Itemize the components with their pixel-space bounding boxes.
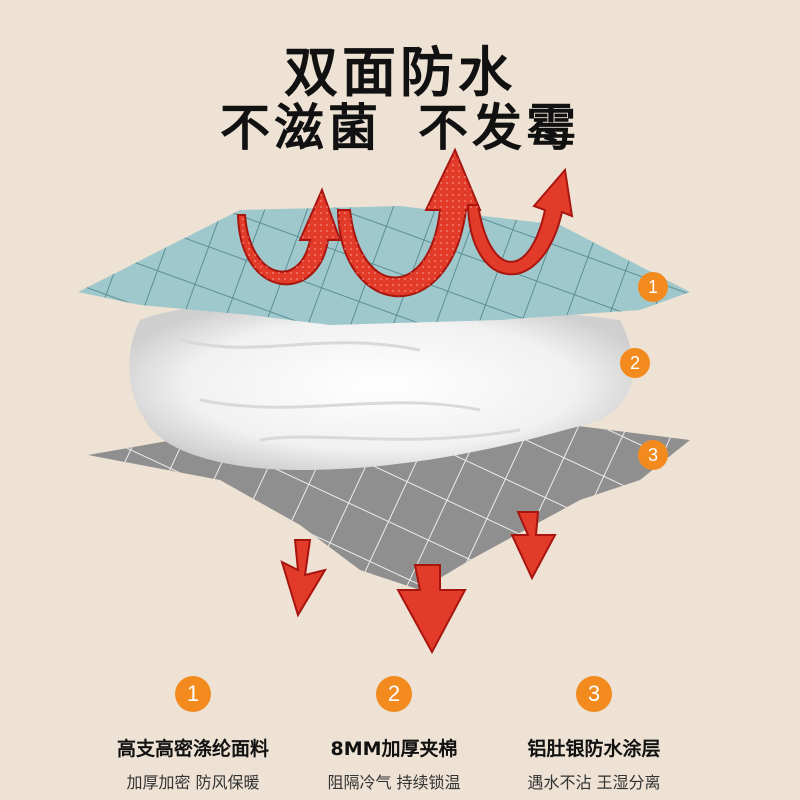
feature-number-badge: 1: [175, 676, 211, 712]
layer-badge-2: 2: [620, 348, 650, 378]
feature-title: 8MM加厚夹棉: [330, 738, 458, 760]
feature-number-badge: 2: [376, 676, 412, 712]
top-layer-blue: [78, 206, 690, 325]
headline-line-2: 不滋菌不发霉: [0, 88, 800, 160]
headline-part-2: 不发霉: [418, 99, 580, 157]
feature-subtitle: 阻隔冷气 持续锁温: [327, 773, 461, 792]
feature-subtitle: 加厚加密 防风保暖: [126, 773, 260, 792]
down-arrows: [280, 511, 557, 655]
feature-card-3: 3 铝肚银防水涂层 遇水不沾 王湿分离: [461, 676, 727, 793]
feature-card-1: 1 高支高密涤纶面料 加厚加密 防风保暖: [60, 676, 326, 793]
layer-badge-1: 1: [638, 272, 668, 302]
feature-title: 铝肚银防水涂层: [527, 738, 661, 760]
headline-part-1: 不滋菌: [220, 99, 382, 157]
middle-layer-cotton: [129, 299, 634, 470]
up-arrows: [236, 147, 574, 298]
feature-number-badge: 3: [576, 676, 612, 712]
feature-subtitle: 遇水不沾 王湿分离: [527, 773, 661, 792]
feature-card-2: 2 8MM加厚夹棉 阻隔冷气 持续锁温: [261, 676, 527, 793]
layer-badge-3: 3: [638, 440, 668, 470]
feature-title: 高支高密涤纶面料: [116, 738, 269, 760]
headline-line-1: 双面防水: [284, 41, 516, 104]
